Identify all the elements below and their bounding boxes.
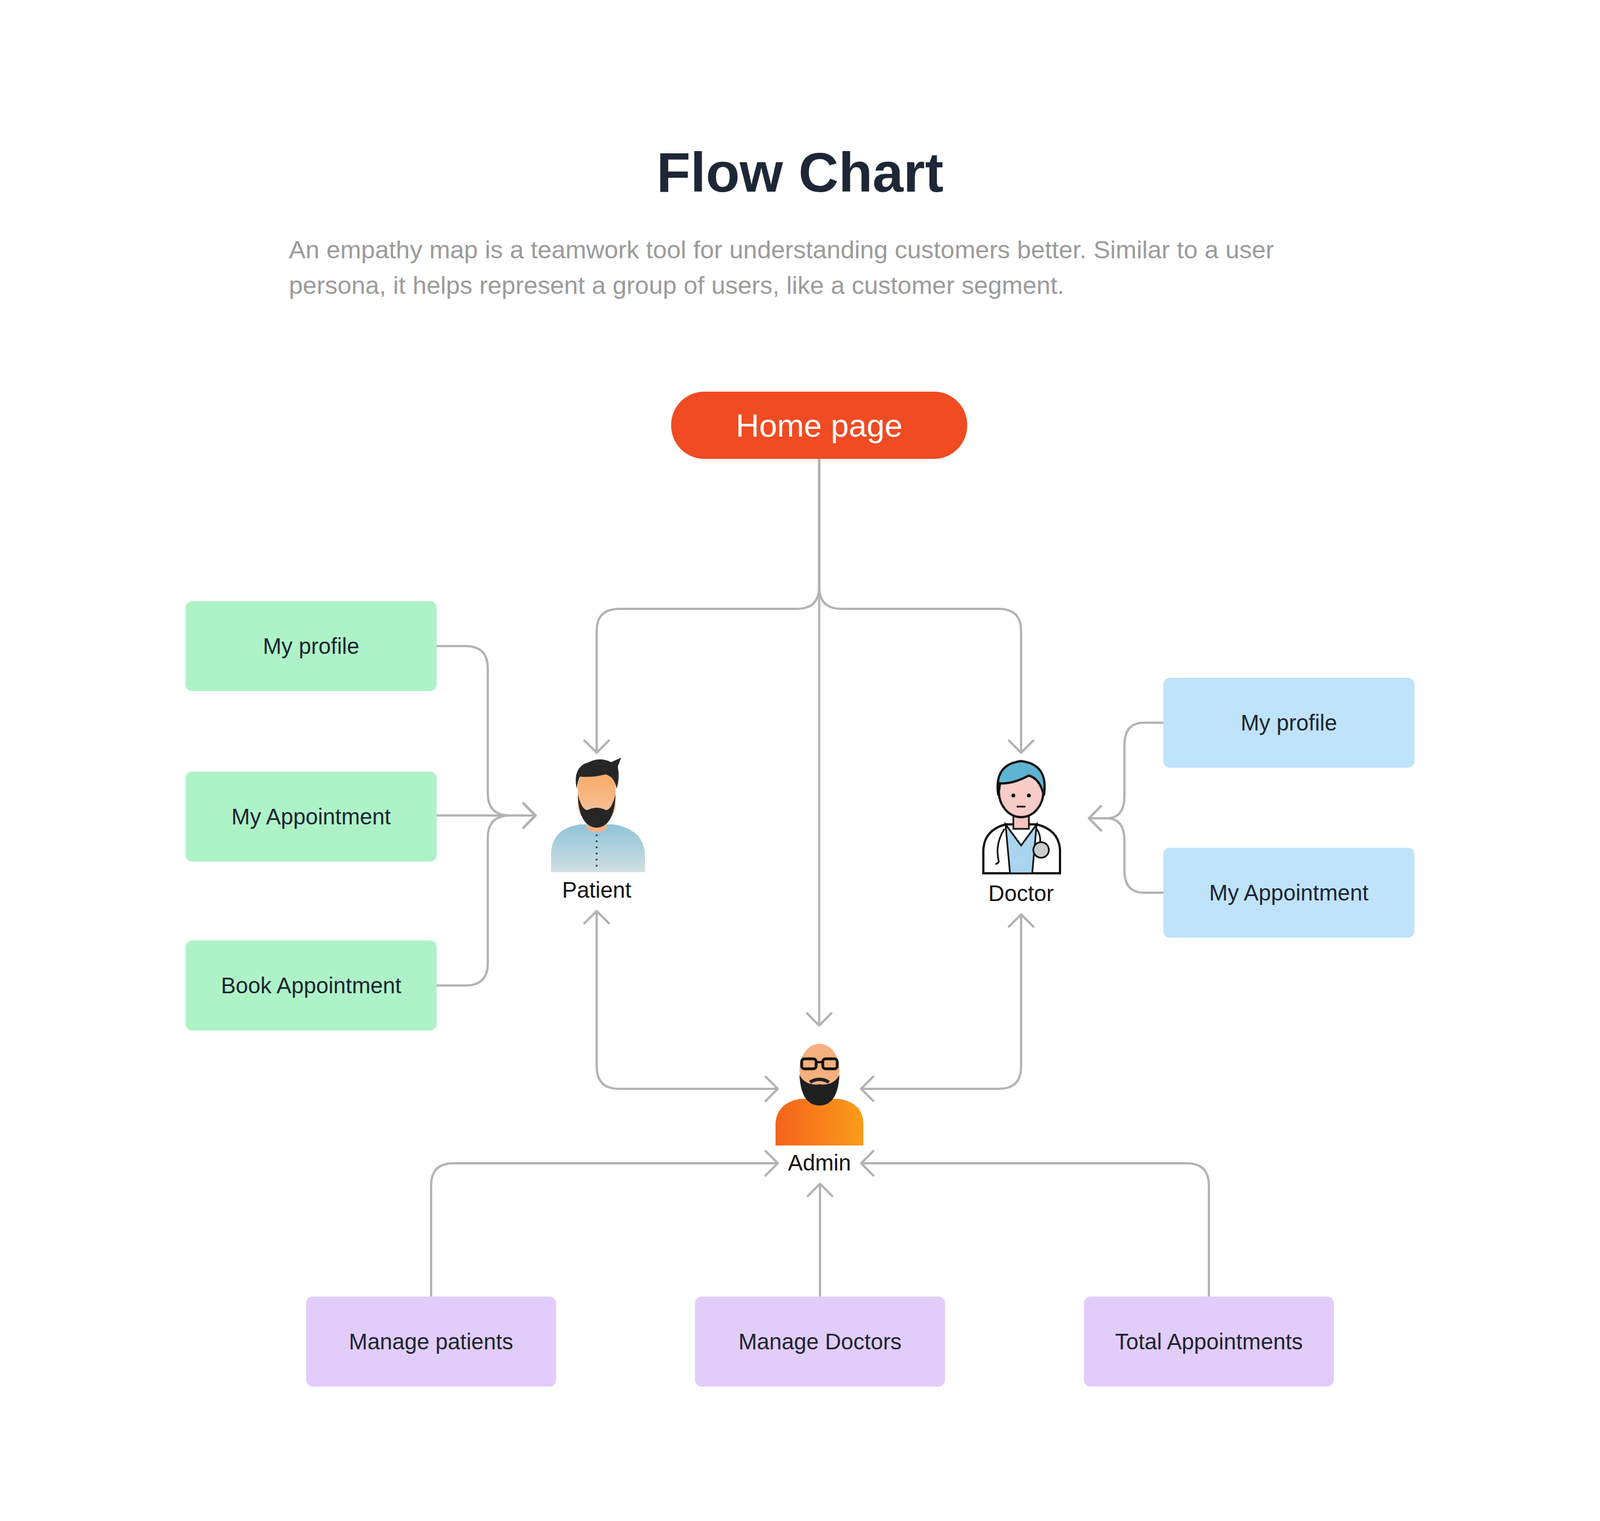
doctor-scrubs <box>1005 824 1037 874</box>
role-node: Doctor <box>953 752 1089 915</box>
connector-line <box>436 814 536 817</box>
role-node: Patient <box>535 752 658 912</box>
admin-shirt <box>775 1098 864 1146</box>
flow-connector <box>436 803 536 986</box>
role-label: Admin <box>787 1149 851 1177</box>
arrow-head <box>523 803 536 828</box>
flow-connector <box>861 914 1034 1102</box>
flow-connector <box>807 1183 833 1297</box>
box-label: Home page <box>736 406 903 445</box>
chart-caption: An empathy map is a teamwork tool for un… <box>288 232 1300 304</box>
connector-line <box>1088 818 1164 893</box>
arrow-head <box>523 803 536 828</box>
chart-title: Flow Chart <box>0 133 1600 212</box>
flow-connector <box>436 803 536 828</box>
arrow-head <box>1088 806 1102 831</box>
doctor-feature-box: My profile <box>1163 677 1415 768</box>
patient-avatar <box>551 757 645 873</box>
start-pill: Home page <box>671 391 968 459</box>
patient-feature-box: My profile <box>185 601 437 692</box>
connector-line <box>861 914 1022 1089</box>
flow-connector <box>436 646 536 828</box>
connector-line <box>436 815 536 986</box>
arrow-head <box>523 803 536 828</box>
arrow-head <box>1088 806 1102 831</box>
patient-shirt-seam <box>596 834 598 872</box>
admin-glasses <box>822 1058 838 1069</box>
flow-connector <box>431 1151 778 1297</box>
box-label: My profile <box>262 632 359 660</box>
patient-hair <box>575 757 622 789</box>
box-label: My Appointment <box>231 803 392 830</box>
arrow-head <box>1008 914 1034 927</box>
flow-connector <box>861 1151 1209 1297</box>
admin-feature-box: Total Appointments <box>1083 1296 1334 1387</box>
connector-line <box>1088 722 1164 819</box>
arrow-head <box>765 1151 778 1176</box>
connector-line <box>436 646 536 816</box>
role-label: Doctor <box>988 880 1054 907</box>
role-node: Admin <box>777 1025 862 1184</box>
admin-glasses-bridge <box>816 1061 823 1064</box>
admin-mustache <box>810 1079 829 1083</box>
connector-line <box>818 1183 822 1297</box>
box-label: Total Appointments <box>1115 1328 1303 1355</box>
arrow-head <box>765 1076 778 1102</box>
arrow-head <box>584 740 609 753</box>
flow-connector <box>1088 722 1164 831</box>
flow-connector <box>584 911 778 1102</box>
doctor-hair <box>997 761 1045 796</box>
admin-avatar <box>775 1043 864 1146</box>
admin-beard <box>799 1075 840 1106</box>
doctor-eye <box>1027 793 1032 798</box>
doctor-feature-box: My Appointment <box>1163 847 1415 938</box>
arrow-head <box>584 911 609 924</box>
box-label: My Appointment <box>1209 879 1369 907</box>
doctor-stethoscope-head <box>1033 842 1049 858</box>
flow-connector <box>1088 806 1164 893</box>
flow-connector <box>807 458 832 1026</box>
box-label: Manage Doctors <box>738 1328 902 1355</box>
connector-line <box>861 1163 1209 1297</box>
connector-line <box>596 458 820 753</box>
admin-feature-box: Manage Doctors <box>695 1296 945 1387</box>
arrow-head <box>807 1183 833 1197</box>
doctor-avatar <box>983 761 1060 874</box>
doctor-eye <box>1011 793 1016 798</box>
flow-connector <box>819 458 1034 753</box>
doctor-coat <box>983 824 1060 874</box>
box-label: My profile <box>1240 709 1337 737</box>
arrow-head <box>861 1151 874 1176</box>
arrow-head <box>1008 740 1034 753</box>
patient-feature-box: Book Appointment <box>185 940 437 1031</box>
connector-line <box>431 1163 778 1297</box>
admin-feature-box: Manage patients <box>306 1296 557 1387</box>
connector-line <box>818 458 821 1026</box>
box-label: Book Appointment <box>221 972 402 999</box>
arrow-head <box>807 1013 832 1026</box>
flow-connector <box>584 458 820 753</box>
arrow-head <box>861 1076 874 1102</box>
box-label: Manage patients <box>348 1328 514 1355</box>
connector-line <box>819 458 1022 753</box>
patient-feature-box: My Appointment <box>185 771 437 862</box>
role-label: Patient <box>562 876 632 904</box>
admin-glasses <box>801 1058 817 1069</box>
connector-line <box>596 911 778 1089</box>
patient-beard <box>577 794 616 828</box>
doctor-mouth <box>1016 806 1026 808</box>
